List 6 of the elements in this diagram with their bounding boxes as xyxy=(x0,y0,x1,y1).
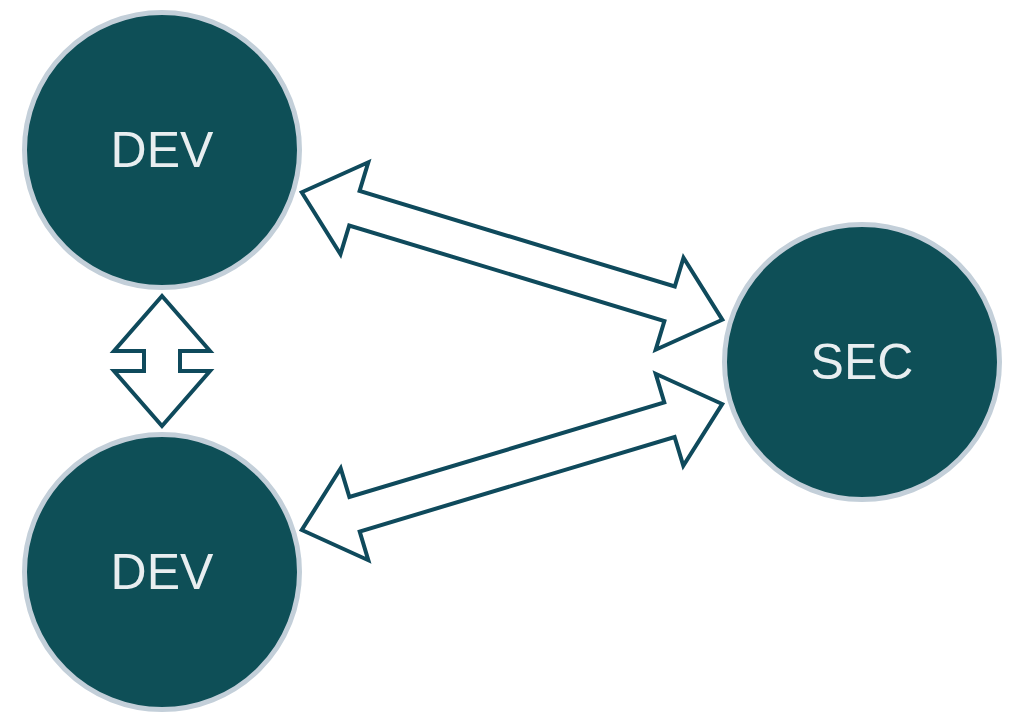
double-arrow xyxy=(298,370,726,564)
double-arrow xyxy=(109,292,215,430)
node-label: SEC xyxy=(810,337,914,387)
node-label: DEV xyxy=(110,125,214,175)
double-arrow xyxy=(298,158,726,354)
node-label: DEV xyxy=(110,547,214,597)
